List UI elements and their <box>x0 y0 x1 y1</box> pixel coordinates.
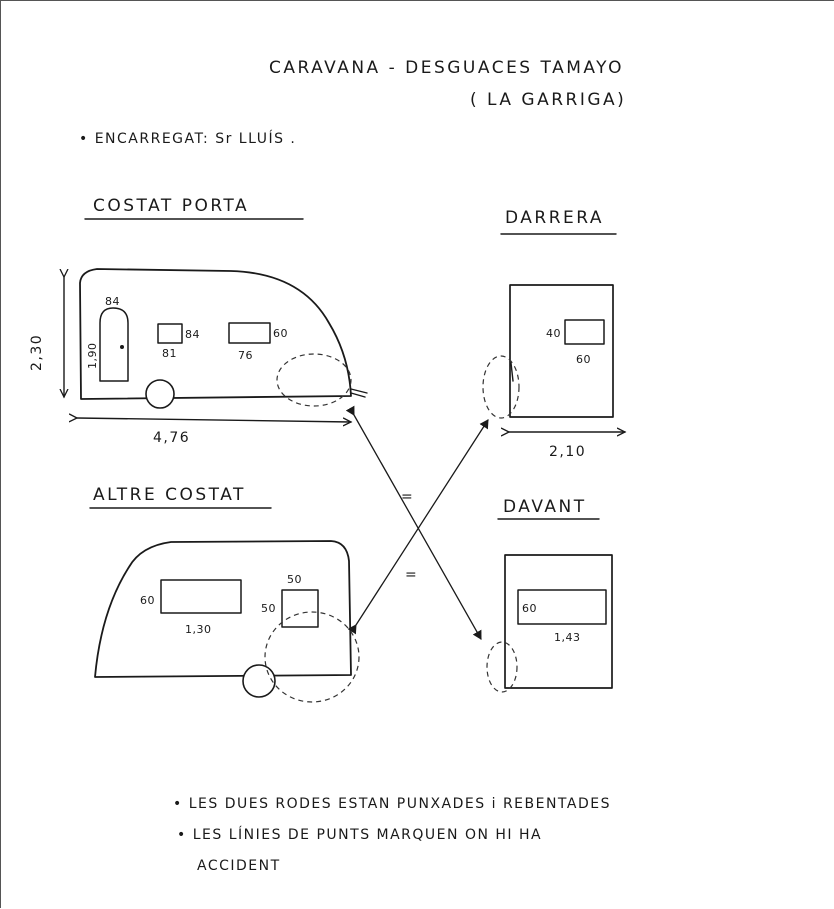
other-window1-height-label: 60 <box>140 594 155 607</box>
door-side-damage-zone <box>276 353 352 407</box>
front-window-height-label: 60 <box>522 602 537 615</box>
front-damage-zone <box>486 641 518 693</box>
other-side-window-2 <box>281 589 319 628</box>
door-handle <box>120 345 124 349</box>
title-line1: CARAVANA - DESGUACES TAMAYO <box>269 58 624 78</box>
front-label: DAVANT <box>503 497 587 517</box>
note-dotted-lines: • LES LÍNIES DE PUNTS MARQUEN ON HI HA <box>177 826 542 843</box>
manager-note: • ENCARREGAT: Sr LLUÍS . <box>79 130 296 147</box>
rear-window-width-label: 60 <box>576 353 591 366</box>
title-line2: ( LA GARRIGA) <box>470 90 626 110</box>
length-dimension-line <box>77 418 351 422</box>
rear-label: DARRERA <box>505 208 604 228</box>
tow-hitch <box>350 388 368 398</box>
door-side-window-2 <box>228 322 271 344</box>
window1-width-label: 81 <box>162 347 177 360</box>
other-side-caravan <box>94 540 360 703</box>
rear-light <box>510 362 514 382</box>
height-dimension-label: 2,30 <box>29 334 45 371</box>
length-dimension-label: 4,76 <box>153 430 190 446</box>
door-side-caravan <box>79 268 368 409</box>
window1-height-label: 84 <box>185 328 200 341</box>
other-side-body <box>94 540 352 678</box>
door-width-label: 84 <box>105 295 120 308</box>
other-window2-height-label: 50 <box>261 602 276 615</box>
other-window2-width-label: 50 <box>287 573 302 586</box>
other-side-window-1 <box>160 579 242 614</box>
front-body <box>504 554 613 689</box>
front-view <box>486 554 613 693</box>
rear-width-label: 2,10 <box>549 444 586 460</box>
other-side-label: ALTRE COSTAT <box>93 485 246 505</box>
rear-window-height-label: 40 <box>546 327 561 340</box>
rear-view <box>482 284 614 419</box>
equal-sign-1: = <box>401 489 414 505</box>
window2-height-label: 60 <box>273 327 288 340</box>
door-side-label: COSTAT PORTA <box>93 196 249 216</box>
door-side-wheel <box>145 379 175 409</box>
rear-window <box>564 319 605 345</box>
arrow-other-side-to-rear <box>347 419 489 635</box>
other-window1-width-label: 1,30 <box>185 623 212 636</box>
rear-damage-zone <box>482 355 520 419</box>
note-accident: ACCIDENT <box>197 858 281 874</box>
arrow-door-side-to-front <box>345 405 482 640</box>
door-height-label: 1,90 <box>86 343 99 370</box>
door <box>99 307 129 382</box>
window2-width-label: 76 <box>238 349 253 362</box>
other-side-damage-zone <box>264 611 360 703</box>
equal-sign-2: = <box>405 567 418 583</box>
door-side-window-1 <box>157 323 183 344</box>
note-wheels: • LES DUES RODES ESTAN PUNXADES i REBENT… <box>173 796 611 812</box>
other-side-wheel <box>242 664 276 698</box>
front-window-width-label: 1,43 <box>554 631 581 644</box>
rear-body <box>509 284 614 418</box>
front-window <box>517 589 607 625</box>
door-side-body <box>79 268 352 400</box>
